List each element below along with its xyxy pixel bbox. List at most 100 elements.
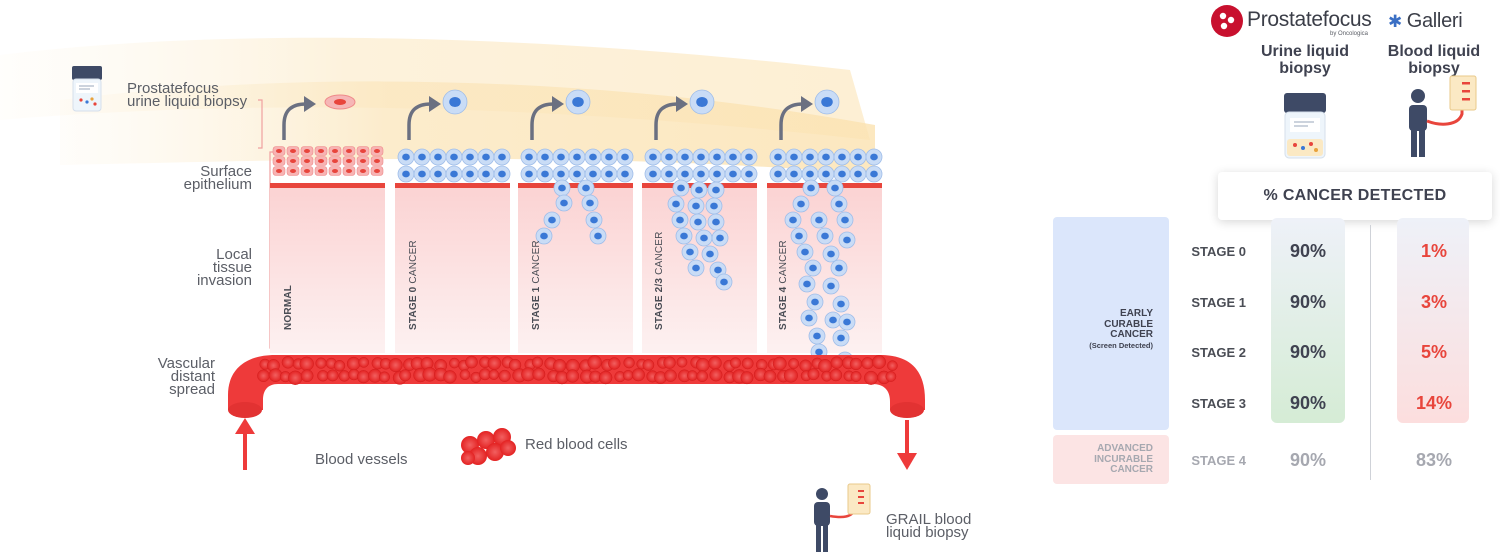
cancer-cell [584, 148, 602, 166]
red-blood-cells-label: Red blood cells [525, 436, 628, 453]
cancer-cell [804, 259, 822, 277]
cancer-cell [553, 179, 571, 197]
cancer-cell [830, 259, 848, 277]
cancer-cell [445, 165, 463, 183]
shed-arrow-head [429, 96, 441, 112]
red-blood-cell [587, 355, 602, 370]
cancer-cell [585, 211, 603, 229]
cancer-cell [711, 229, 729, 247]
urine-jar-icon [72, 66, 102, 112]
cancer-cell [822, 245, 840, 263]
stage-4-blood: 83% [1415, 450, 1453, 470]
red-blood-cell [443, 370, 457, 384]
red-blood-cell [676, 356, 688, 368]
blood-vessels-label: Blood vessels [315, 451, 408, 468]
red-blood-cell [333, 359, 346, 372]
cancer-cell [701, 245, 719, 263]
cancer-cell [397, 165, 415, 183]
tissue-columns [270, 89, 883, 369]
shed-arrow [407, 102, 432, 140]
red-blood-cell [622, 369, 634, 381]
cancer-cell [577, 179, 595, 197]
cancer-cell [810, 211, 828, 229]
cancer-cell [568, 148, 586, 166]
red-blood-cell [608, 357, 621, 370]
cancer-cell [849, 165, 867, 183]
column-divider [1370, 225, 1371, 480]
local-tissue-invasion-label: Local tissue invasion [196, 246, 252, 289]
red-blood-cell [299, 356, 314, 371]
red-blood-cell [565, 369, 580, 383]
column-label-stage23: STAGE 2/3 CANCER [654, 231, 665, 330]
red-blood-cell [829, 368, 843, 382]
cancer-cell [543, 211, 561, 229]
red-blood-cell [663, 356, 676, 369]
cancer-cell [798, 275, 816, 293]
column-label-stage0: STAGE 0 CANCER [408, 240, 419, 330]
stage-0-blood: 1% [1420, 241, 1447, 261]
red-blood-cell [378, 371, 390, 383]
red-blood-cell [257, 369, 270, 383]
cancer-cell [695, 229, 713, 247]
cancer-cell [536, 165, 554, 183]
stage-1-urine: 90% [1289, 292, 1327, 312]
cancer-cell [836, 211, 854, 229]
shed-arrow-head [304, 96, 316, 112]
red-blood-cell [696, 370, 708, 382]
cancer-cell [600, 148, 618, 166]
red-blood-cell [326, 369, 339, 382]
red-blood-cell [346, 356, 361, 371]
advanced-incurable-box [1053, 435, 1169, 484]
red-blood-cell [872, 355, 886, 369]
cancer-cell [817, 165, 835, 183]
red-blood-cell [763, 369, 777, 383]
cancer-cell [681, 243, 699, 261]
cancer-cell [865, 165, 883, 183]
red-blood-cell [300, 369, 314, 383]
stage-2-urine: 90% [1289, 342, 1327, 362]
stage-2-label: STAGE 2 [1191, 345, 1246, 360]
cancer-cell [740, 148, 758, 166]
cancer-cell [397, 148, 415, 166]
cancer-cell [413, 148, 431, 166]
cancer-cell [802, 179, 820, 197]
stage-0-urine: 90% [1289, 241, 1327, 261]
cancer-cell [822, 277, 840, 295]
red-blood-cell [449, 357, 460, 369]
cancer-cell [769, 148, 787, 166]
red-blood-cell [488, 369, 500, 380]
basement-membrane [395, 183, 510, 188]
cancer-cell [493, 165, 511, 183]
cancer-cell [461, 165, 479, 183]
cancer-cell [838, 231, 856, 249]
cancer-cell [644, 165, 662, 183]
cancer-cell [707, 181, 725, 199]
cancer-cell [724, 148, 742, 166]
shed-arrow [779, 102, 804, 140]
early-curable-box [1053, 217, 1169, 430]
stage-4-urine: 90% [1289, 450, 1327, 470]
column-label-normal: NORMAL [283, 284, 294, 330]
blood-vessel [228, 355, 925, 418]
cancer-cell [672, 179, 690, 197]
red-blood-cell [465, 355, 478, 369]
red-blood-cell [850, 371, 862, 382]
cancer-cell [445, 148, 463, 166]
cancer-cell [838, 313, 856, 331]
red-blood-cell [664, 369, 677, 382]
cancer-cell [429, 165, 447, 183]
cancer-cell [830, 195, 848, 213]
red-blood-cell [531, 356, 544, 368]
grail-person-icon [814, 483, 871, 552]
red-blood-cell [358, 357, 370, 368]
urine-jar-icon-large [1284, 93, 1326, 159]
stage-1-blood: 3% [1420, 292, 1447, 312]
person-blood-bag-icon [1409, 75, 1477, 157]
cancer-cell [784, 211, 802, 229]
red-blood-cell [623, 357, 635, 369]
stage-3-label: STAGE 3 [1191, 396, 1246, 411]
cancer-cell [692, 165, 710, 183]
stage-0-label: STAGE 0 [1191, 244, 1246, 259]
cancer-cell [568, 165, 586, 183]
shed-cancer-cell [565, 89, 591, 115]
